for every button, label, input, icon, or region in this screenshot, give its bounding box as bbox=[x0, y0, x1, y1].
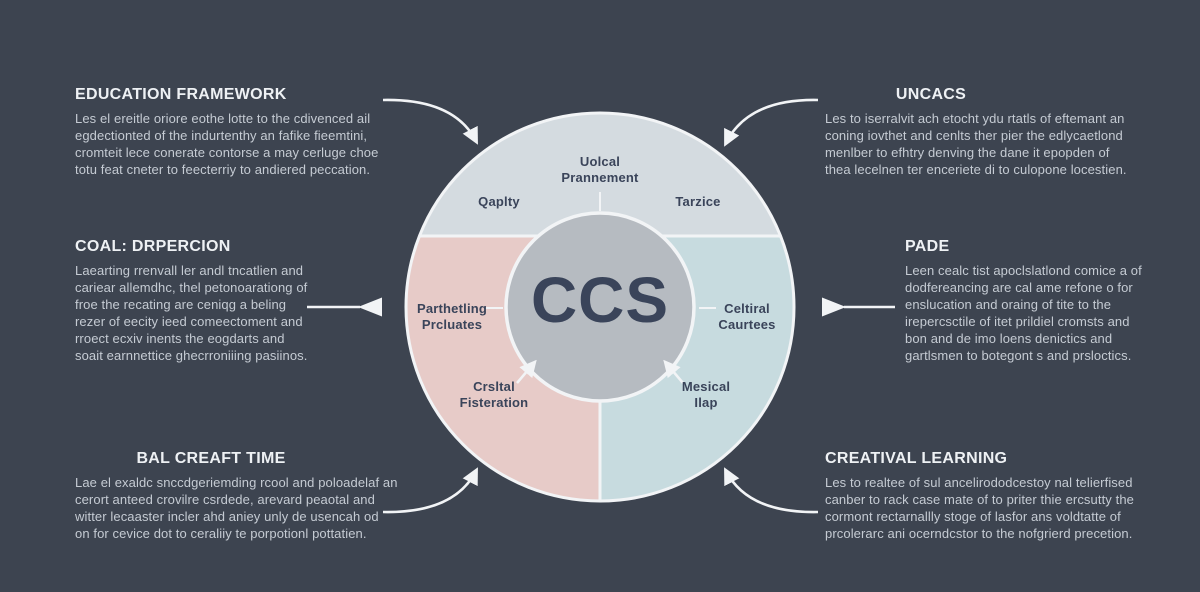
curved-arrow-bottom-left-icon bbox=[382, 467, 478, 514]
center-circle bbox=[504, 211, 696, 403]
ring-label-upper-right: Tarzice bbox=[675, 194, 721, 209]
outer-ring-outline bbox=[404, 111, 796, 503]
block-body: Les to iserralvit ach etocht ydu rtatls … bbox=[825, 111, 1127, 177]
block-body: Leen cealc tist apoclslatlond comice a o… bbox=[905, 263, 1142, 363]
ring-label-lower-left: Crsltal Fisteration bbox=[459, 379, 529, 410]
inner-arrow-right-icon bbox=[663, 359, 684, 384]
text-block-uncacs: UNCACS Les to iserralvit ach etocht ydu … bbox=[815, 86, 1150, 178]
center-title: CCS bbox=[530, 264, 670, 337]
inner-arrow-left-icon bbox=[516, 359, 537, 384]
text-block-creatival-learning: CREATIVAL LEARNING Les to realtee of sul… bbox=[825, 450, 1165, 542]
text-block-coal-drpercion: COAL: DRPERCION Laearting rrenvall ler a… bbox=[75, 238, 320, 364]
curved-arrow-bottom-right-icon bbox=[724, 467, 819, 514]
block-body: Les el ereitle oriore eothe lotte to the… bbox=[75, 111, 379, 177]
pointer-triangle-left-icon bbox=[358, 297, 382, 317]
text-block-bal-creaft-time: BAL CREAFT TIME Lae el exaldc snccdgerie… bbox=[75, 450, 447, 542]
ring-label-upper-left: Qaplty bbox=[478, 194, 520, 209]
curved-arrow-top-right-icon bbox=[724, 98, 819, 147]
block-title: UNCACS bbox=[895, 86, 967, 103]
curved-arrow-top-left-icon bbox=[382, 98, 478, 145]
ring-label-lower-right: Mesical Ilap bbox=[681, 379, 731, 410]
text-block-pade: PADE Leen cealc tist apoclslatlond comic… bbox=[905, 238, 1167, 364]
block-title: PADE bbox=[905, 238, 950, 255]
block-body: Lae el exaldc snccdgeriemding rcool and … bbox=[75, 475, 398, 541]
block-body: Laearting rrenvall ler andl tncatlien an… bbox=[75, 263, 308, 363]
pointer-triangle-right-icon bbox=[822, 297, 846, 317]
block-title: BAL CREAFT TIME bbox=[136, 450, 286, 467]
ring-label-left: Parthetling Prcluates bbox=[416, 301, 488, 332]
block-title: CREATIVAL LEARNING bbox=[825, 450, 1008, 467]
block-title: COAL: DRPERCION bbox=[75, 238, 231, 255]
ring-label-right: Celtiral Caurtees bbox=[718, 301, 776, 332]
block-title: EDUCATION FRAMEWORK bbox=[75, 86, 287, 103]
text-block-education-framework: EDUCATION FRAMEWORK Les el ereitle orior… bbox=[75, 86, 445, 178]
block-body: Les to realtee of sul ancelirododcestoy … bbox=[825, 475, 1134, 541]
ring-label-top: Uolcal Prannement bbox=[561, 154, 639, 185]
